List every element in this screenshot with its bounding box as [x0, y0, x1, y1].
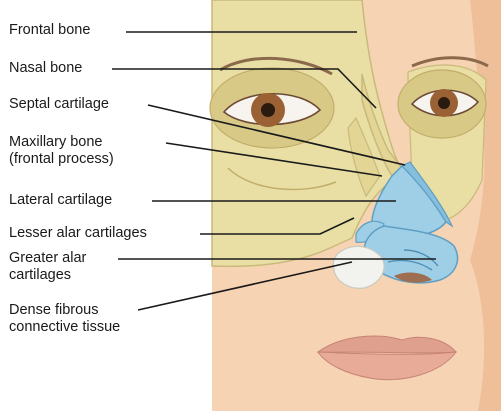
label-greater-alar-cartilages: Greater alar cartilages: [9, 250, 86, 284]
label-frontal-bone: Frontal bone: [9, 22, 90, 39]
fibrous-tissue-shape: [333, 246, 384, 288]
label-lesser-alar-cartilages: Lesser alar cartilages: [9, 225, 147, 242]
right-pupil: [438, 97, 450, 109]
label-maxillary-bone: Maxillary bone (frontal process): [9, 134, 114, 168]
left-pupil: [261, 103, 275, 117]
label-nasal-bone: Nasal bone: [9, 60, 82, 77]
label-lateral-cartilage: Lateral cartilage: [9, 192, 112, 209]
label-dense-fibrous-connective-tissue: Dense fibrous connective tissue: [9, 302, 120, 336]
label-septal-cartilage: Septal cartilage: [9, 96, 109, 113]
